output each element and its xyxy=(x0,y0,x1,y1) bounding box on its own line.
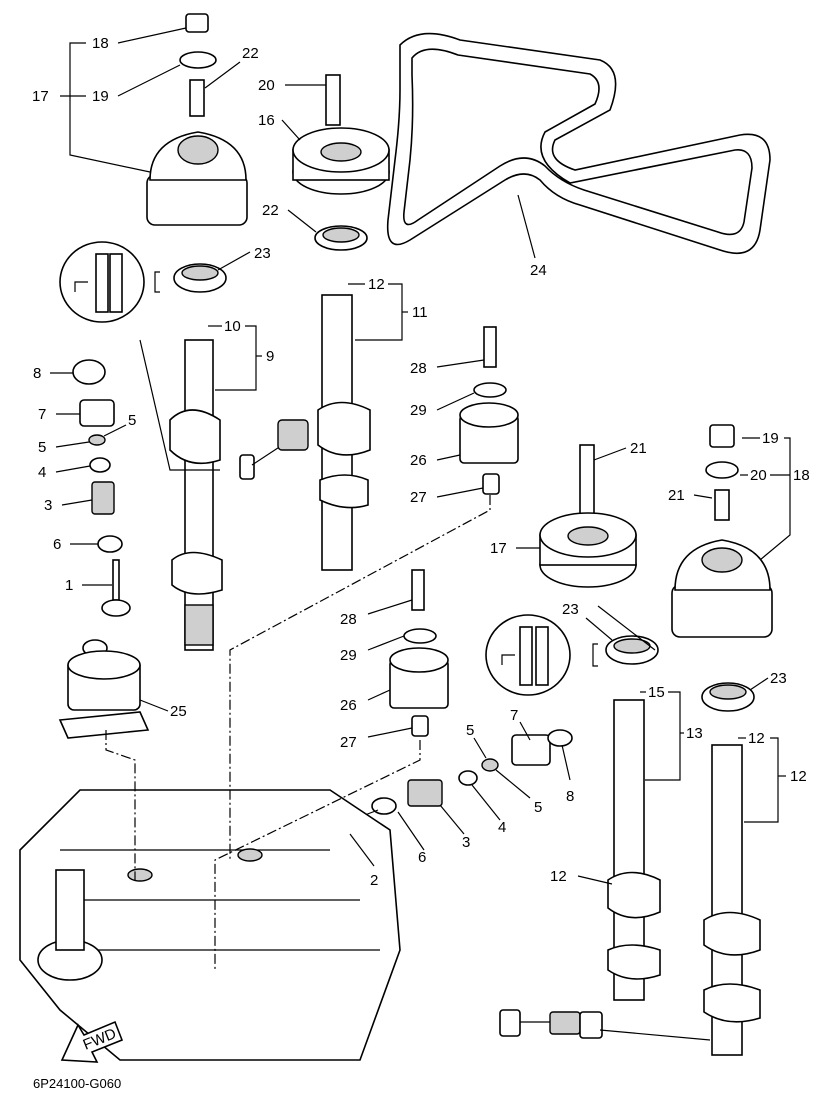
oil-seal-23-c xyxy=(605,635,659,665)
callout-7-left: 7 xyxy=(38,406,46,423)
callout-28-lower: 28 xyxy=(340,611,357,628)
timing-belt xyxy=(386,32,771,255)
callout-9: 9 xyxy=(266,348,274,365)
callout-26-upper: 26 xyxy=(410,452,427,469)
fwd-arrow: FWD xyxy=(60,1020,124,1063)
callout-3-left: 3 xyxy=(44,497,52,514)
callout-8-right: 8 xyxy=(566,788,574,805)
callout-22-right: 21 xyxy=(668,487,685,504)
callout-7-right: 7 xyxy=(510,707,518,724)
callout-5-left-b: 5 xyxy=(38,439,46,456)
cylinder-head xyxy=(19,789,401,1061)
callout-19-left: 18 xyxy=(92,35,109,52)
callout-5-right-b: 5 xyxy=(534,799,542,816)
callout-27-lower: 27 xyxy=(340,734,357,751)
valve-assembly-angled-left xyxy=(239,419,309,480)
callout-4-right: 4 xyxy=(498,819,506,836)
callout-23-right-b: 23 xyxy=(770,670,787,687)
callout-17-right: 17 xyxy=(490,540,507,557)
callout-27-upper: 27 xyxy=(410,489,427,506)
callout-8-left: 8 xyxy=(33,365,41,382)
callout-21-right: 21 xyxy=(630,440,647,457)
callout-2: 2 xyxy=(370,872,378,889)
oil-seal-23-a xyxy=(314,225,368,251)
callout-23-left: 23 xyxy=(254,245,271,262)
callout-28-upper: 28 xyxy=(410,360,427,377)
callout-15: 13 xyxy=(686,725,703,742)
connection-lines xyxy=(105,339,711,1041)
sealant-callout-left xyxy=(59,241,160,323)
callout-18-left: 17 xyxy=(32,88,49,105)
callout-21-left: 20 xyxy=(258,77,275,94)
callout-20-left: 19 xyxy=(92,88,109,105)
callout-29-lower: 29 xyxy=(340,647,357,664)
callout-6-right: 6 xyxy=(418,849,426,866)
vvt-sprocket-left xyxy=(146,13,248,226)
tensioner-pulley-upper xyxy=(459,326,519,495)
callout-12-top: 12 xyxy=(368,276,385,293)
callout-labels: 18 19 17 22 20 16 22 23 24 12 11 10 9 xyxy=(32,27,810,889)
callout-19-right: 19 xyxy=(762,430,779,447)
callout-20-right: 20 xyxy=(750,467,767,484)
callout-23-top: 22 xyxy=(262,202,279,219)
vvt-sprocket-right xyxy=(671,424,773,638)
callout-14: 12 xyxy=(748,730,765,747)
intake-camshaft-left xyxy=(317,294,371,571)
tensioner-pulley-lower xyxy=(389,569,449,737)
sealant-callout-right xyxy=(485,614,598,696)
callout-17-left: 16 xyxy=(258,112,275,129)
callout-24: 24 xyxy=(530,262,547,279)
callout-29-upper: 29 xyxy=(410,402,427,419)
oil-seal-23-b xyxy=(173,263,227,293)
callout-5-right-a: 5 xyxy=(466,722,474,739)
camshaft-right-b xyxy=(703,744,761,1056)
callout-16: 15 xyxy=(648,684,665,701)
valve-train-left xyxy=(72,359,131,617)
callout-23-right-a: 23 xyxy=(562,601,579,618)
callout-11: 11 xyxy=(412,304,428,321)
callout-5-left-a: 5 xyxy=(128,412,136,429)
callout-18-right: 18 xyxy=(793,467,810,484)
callout-25: 25 xyxy=(170,703,187,720)
callout-10: 10 xyxy=(224,318,241,335)
callout-1: 1 xyxy=(65,577,73,594)
camshaft-right-a xyxy=(607,699,661,1001)
callout-4-left: 4 xyxy=(38,464,46,481)
callout-3-right: 3 xyxy=(462,834,470,851)
oil-seal-23-d xyxy=(701,682,755,712)
callout-26-lower: 26 xyxy=(340,697,357,714)
exhaust-camshaft-left xyxy=(169,339,223,651)
callout-6-left: 6 xyxy=(53,536,61,553)
valve-lower-right xyxy=(499,1009,603,1039)
drawing-code: 6P24100-G060 xyxy=(33,1076,121,1091)
camshaft-sprocket-left xyxy=(292,74,390,195)
camshaft-sprocket-right xyxy=(539,444,637,588)
callout-22-left: 22 xyxy=(242,45,259,62)
callout-12-right: 12 xyxy=(550,868,567,885)
belt-tensioner xyxy=(58,639,150,739)
callout-13: 12 xyxy=(790,768,807,785)
